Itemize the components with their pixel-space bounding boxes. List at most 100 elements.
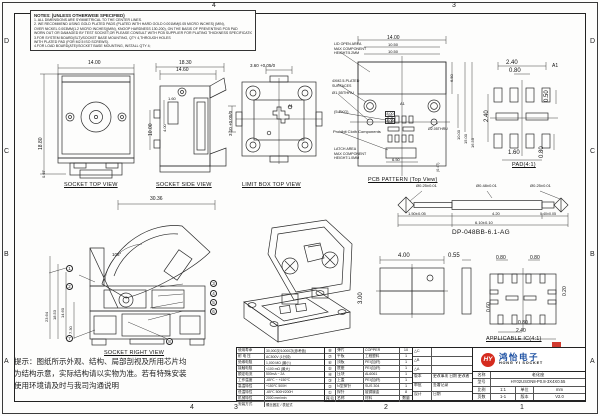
note-line: 1. ALL DIMENSIONS ARE SYMMETRICAL TO THE…: [34, 18, 143, 22]
parts-header-row: 序号名称材料数量: [325, 396, 412, 402]
part-name: N型探针: [336, 384, 364, 389]
spec-value: 螺丝固定 / 表贴式: [266, 403, 293, 407]
dim-pin-dia-body: Ø0.48±0.01: [476, 183, 497, 188]
part-name: 压块: [336, 372, 364, 377]
rev-mark-c: △C: [413, 348, 431, 357]
part-name: 上盖: [336, 378, 364, 383]
balloon-8: 8: [166, 338, 173, 345]
dim-right-h1: 23.64: [44, 311, 49, 322]
part-material: PEI(加纤): [364, 360, 400, 365]
balloon-7: 7: [66, 335, 73, 342]
field-scale-row: 比例 1:1 单位 mm: [473, 386, 585, 394]
zone-right-c: C: [590, 148, 596, 155]
dim-side-body: 14.60: [176, 67, 189, 73]
spec-value: 30,000次/10000次(参考值): [266, 349, 306, 353]
dim-pad-080t: 0.80: [509, 68, 521, 74]
pcb-note-latch3: HEIGHT:1.0MM: [334, 156, 360, 160]
zone-top-3: 3: [452, 2, 456, 9]
dim-pad-240t: 2.40: [506, 60, 518, 66]
dim-pin-dia-tail: Ø0.25±0.01: [530, 183, 551, 188]
spec-label: 使用寿命: [237, 348, 265, 353]
spec-value: -65℃ ~ +150℃: [266, 378, 291, 382]
note-line: 2. WE RECOMMEND USING GOLD PLATED PADS (…: [34, 22, 225, 27]
pcb-note-screws2: SURFACES: [332, 83, 352, 88]
note-line: WITH PLATED PAD (FOR M2.5 ISO SCREWS).: [34, 39, 109, 44]
field-unit-label: 单位: [516, 386, 534, 393]
zone-bottom-4: 4: [190, 404, 194, 411]
zone-right-a: A: [590, 358, 595, 365]
view-label-pcb-pattern: PCB PATTERN (Top View): [368, 177, 438, 183]
part-no: ②: [325, 384, 336, 389]
dim-pin-tail-len: 0.40±0.05: [540, 212, 556, 216]
dim-ic-p6: 2.40: [516, 328, 526, 334]
part-qty: 10: [403, 348, 409, 352]
dim-side-height: 10.00: [148, 123, 154, 136]
spec-value: AC500V (1分钟): [266, 355, 291, 359]
limit-box-view-drawing: [228, 66, 323, 164]
pin1-marker: A1: [288, 103, 293, 108]
dim-pin-body-len: 4.20: [492, 211, 500, 216]
dim-ic-p1: 0.80: [496, 255, 506, 261]
spec-label: 低温特性: [237, 390, 265, 395]
dim-ic-p5: 0.80: [518, 320, 528, 326]
rev-approve-label: 审批: [413, 383, 431, 393]
applicable-ic-drawing: [376, 256, 557, 340]
part-name: 底座: [336, 366, 364, 371]
rev-version-label: 版本: [413, 374, 431, 384]
part-material: 工程塑料: [364, 354, 400, 359]
chinese-note-line: 提示：图纸所示外观、结构、局部剖视及所用芯片均: [14, 357, 187, 366]
dim-right-angle: 105°: [112, 252, 122, 257]
part-no: ⑧: [325, 348, 336, 353]
field-sheet-label: 页数: [473, 393, 491, 400]
balloon-6: 6: [210, 308, 217, 315]
spec-label: 机械特性: [237, 396, 265, 401]
hongyi-logo-icon: HY: [481, 352, 495, 367]
part-qty: 1: [404, 354, 408, 358]
view-label-socket-right: SOCKET RIGHT VIEW: [104, 350, 165, 356]
dim-ic-height: 3.00: [358, 292, 364, 304]
dim-right-h3: 14.60: [60, 307, 65, 318]
chinese-note: 提示：图纸所示外观、结构、局部剖视及所用芯片均 为结构示意，实际结构请以实物为准…: [14, 356, 234, 392]
socket-side-view-drawing: [149, 63, 227, 173]
part-material: COPPER: [364, 348, 400, 353]
sign-change-header: 更改事项 日期 更改者: [432, 374, 472, 384]
view-label-limit-box: LIMIT BOX TOP VIEW: [242, 182, 301, 188]
pcb-pattern-drawing: [337, 36, 473, 176]
dim-limit-x: 3.60 +0.05/0: [250, 63, 276, 68]
balloon-4: 4: [210, 290, 217, 297]
spec-value: 2000 mm/min: [266, 396, 287, 400]
zone-bottom-1: 1: [520, 404, 524, 411]
pcb-note-prohibit: Prohibit Cloth Components: [333, 129, 381, 134]
dim-pcb-165: 16.50: [470, 137, 475, 148]
pcb-note-lid-open: LID OPEN AREA: [334, 42, 362, 46]
dim-pcb-10: 10.00: [456, 129, 461, 140]
part-qty: 1: [404, 384, 408, 388]
pad-detail-drawing: [487, 62, 558, 161]
dim-right-h4: 7.30: [68, 326, 73, 334]
field-scale-label: 比例: [473, 386, 491, 393]
part-qty: 1: [404, 360, 408, 364]
dim-ic-p4: 0.60: [486, 302, 492, 312]
spec-label: 接触电阻: [237, 366, 265, 371]
view-label-pad: PAD(4:1): [512, 162, 536, 168]
field-model-label: 型号: [473, 379, 491, 386]
pad-pin1-marker: A1: [552, 63, 559, 69]
field-unit-value: mm: [556, 386, 563, 392]
dim-pcb-8a: 8.00: [385, 111, 395, 118]
dim-side-pin: 1.60: [168, 96, 176, 101]
chinese-note-line: 为结构示意，实际结构请以实物为准。若有特殊安装: [14, 369, 187, 378]
part-name: 平板: [336, 354, 364, 359]
dim-right-width: 30.36: [150, 196, 163, 202]
spec-label: 高温特性: [237, 384, 265, 389]
dim-ic-thickness: 0.55: [448, 253, 460, 259]
dim-pad-080b: 0.80: [539, 146, 545, 158]
dim-pin-dia-tip: Ø0.25±0.01: [416, 183, 437, 188]
field-name-value: 老化座: [531, 372, 545, 377]
part-no: ①: [325, 390, 336, 395]
socket-top-view-drawing: [40, 64, 135, 179]
